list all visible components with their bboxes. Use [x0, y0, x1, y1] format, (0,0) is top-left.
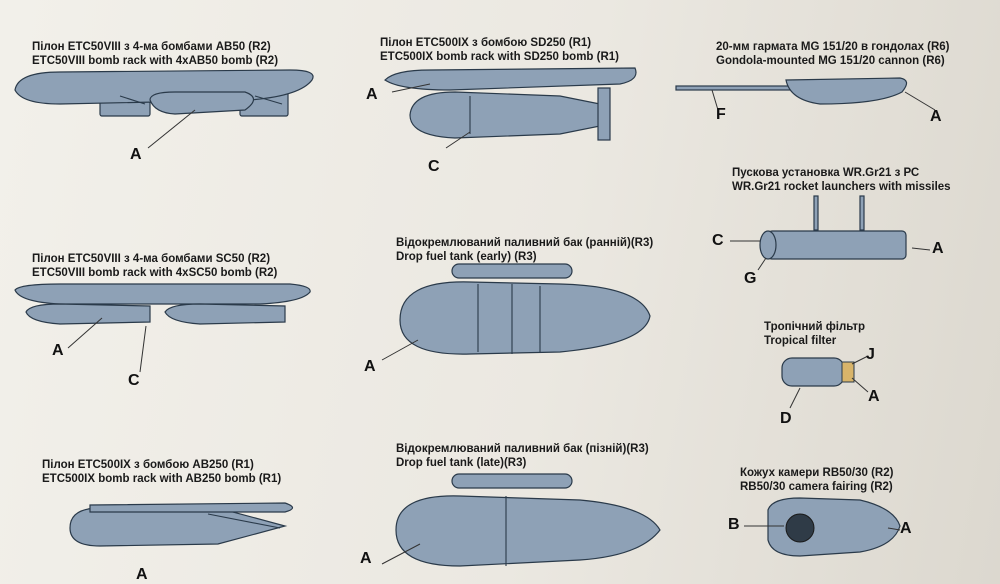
- mount-strut: [859, 195, 865, 231]
- part-label: C: [428, 158, 440, 175]
- sd250-bomb: [409, 91, 601, 139]
- part-label: A: [868, 388, 880, 405]
- filter-intake: [841, 361, 855, 383]
- part-label: A: [900, 520, 912, 537]
- wrgr21-assembly: [730, 195, 931, 271]
- part-label: A: [52, 342, 64, 359]
- caption-etc500-sd250: Пілон ETC500IX з бомбою SD250 (R1) ETC50…: [380, 36, 619, 64]
- tube-opening: [759, 230, 777, 260]
- part-label: A: [360, 550, 372, 567]
- caption-ua: Пілон ETC500IX з бомбою SD250 (R1): [380, 37, 592, 49]
- caption-en: ETC500IX bomb rack with AB250 bomb (R1): [42, 473, 282, 485]
- caption-en: ETC50VIII bomb rack with 4xAB50 bomb (R2…: [32, 55, 279, 67]
- etc50-sc50-assembly: [14, 283, 311, 373]
- ab50-bomb: [149, 91, 255, 115]
- caption-tropical-filter: Тропічний фільтр Tropical filter: [764, 320, 865, 348]
- caption-en: Drop fuel tank (late)(R3): [396, 457, 527, 469]
- caption-wrgr21: Пускова установка WR.Gr21 з РС WR.Gr21 r…: [732, 166, 951, 194]
- part-label: F: [716, 106, 726, 123]
- caption-en: Gondola-mounted MG 151/20 cannon (R6): [716, 55, 945, 67]
- part-label: A: [366, 86, 378, 103]
- part-label: A: [364, 358, 376, 375]
- drop-tank-early: [381, 263, 651, 361]
- fuel-tank: [395, 495, 661, 567]
- caption-en: Drop fuel tank (early) (R3): [396, 251, 537, 263]
- part-label: C: [712, 232, 724, 249]
- part-label: J: [866, 346, 875, 363]
- etc500-ab250-assembly: [69, 502, 294, 547]
- caption-etc500-ab250: Пілон ETC500IX з бомбою AB250 (R1) ETC50…: [42, 458, 281, 486]
- etc50-rack: [14, 283, 311, 305]
- caption-ua: Відокремлюваний паливний бак (ранній)(R3…: [396, 237, 654, 249]
- etc500-sd250-assembly: [384, 67, 637, 149]
- tropical-filter: [781, 355, 869, 409]
- mg151-gondola-assembly: [675, 77, 936, 111]
- ab250-bomb: [69, 507, 288, 547]
- etc50-ab50-assembly: [14, 69, 314, 149]
- caption-ua: 20-мм гармата MG 151/20 в гондолах (R6): [716, 41, 950, 53]
- etc500-rack: [89, 502, 294, 513]
- part-label: C: [128, 372, 140, 389]
- caption-en: RB50/30 camera fairing (R2): [740, 481, 893, 493]
- part-label: A: [130, 146, 142, 163]
- caption-ua: Тропічний фільтр: [764, 321, 866, 333]
- filter-body: [781, 357, 845, 387]
- gondola-fairing: [785, 77, 908, 105]
- part-label: B: [728, 516, 740, 533]
- sc50-bomb: [25, 303, 151, 325]
- caption-drop-tank-early: Відокремлюваний паливний бак (ранній)(R3…: [396, 236, 653, 264]
- caption-ua: Відокремлюваний паливний бак (пізній)(R3…: [396, 443, 649, 455]
- caption-en: WR.Gr21 rocket launchers with missiles: [732, 181, 951, 193]
- caption-en: ETC500IX bomb rack with SD250 bomb (R1): [380, 51, 620, 63]
- camera-fairing: [744, 497, 901, 557]
- fuel-tank: [399, 281, 651, 355]
- tank-pylon: [451, 263, 573, 279]
- tank-pylon: [451, 473, 573, 489]
- caption-etc50-ab50: Пілон ETC50VIII з 4-ма бомбами AB50 (R2)…: [32, 40, 278, 68]
- part-label: A: [136, 566, 148, 583]
- caption-mg151-gondola: 20-мм гармата MG 151/20 в гондолах (R6) …: [716, 40, 950, 68]
- caption-drop-tank-late: Відокремлюваний паливний бак (пізній)(R3…: [396, 442, 649, 470]
- bomb-tail-fin: [597, 87, 611, 141]
- mount-strut: [813, 195, 819, 231]
- etc500-rack: [384, 67, 637, 91]
- caption-en: Tropical filter: [764, 335, 837, 347]
- cannon-barrel: [675, 85, 795, 91]
- part-label: D: [780, 410, 792, 427]
- part-label: A: [932, 240, 944, 257]
- caption-camera-fairing: Кожух камери RB50/30 (R2) RB50/30 camera…: [740, 466, 893, 494]
- sc50-bomb: [164, 303, 286, 325]
- caption-ua: Пускова установка WR.Gr21 з РС: [732, 167, 920, 179]
- caption-ua: Пілон ETC50VIII з 4-ма бомбами SC50 (R2): [32, 253, 271, 265]
- drop-tank-late: [381, 473, 661, 567]
- caption-etc50-sc50: Пілон ETC50VIII з 4-ма бомбами SC50 (R2)…: [32, 252, 277, 280]
- caption-ua: Пілон ETC50VIII з 4-ма бомбами AB50 (R2): [32, 41, 271, 53]
- camera-port: [785, 513, 815, 543]
- caption-ua: Пілон ETC500IX з бомбою AB250 (R1): [42, 459, 254, 471]
- part-label: A: [930, 108, 942, 125]
- caption-ua: Кожух камери RB50/30 (R2): [740, 467, 894, 479]
- rocket-tube: [767, 230, 907, 260]
- caption-en: ETC50VIII bomb rack with 4xSC50 bomb (R2…: [32, 267, 278, 279]
- part-label: G: [744, 270, 757, 287]
